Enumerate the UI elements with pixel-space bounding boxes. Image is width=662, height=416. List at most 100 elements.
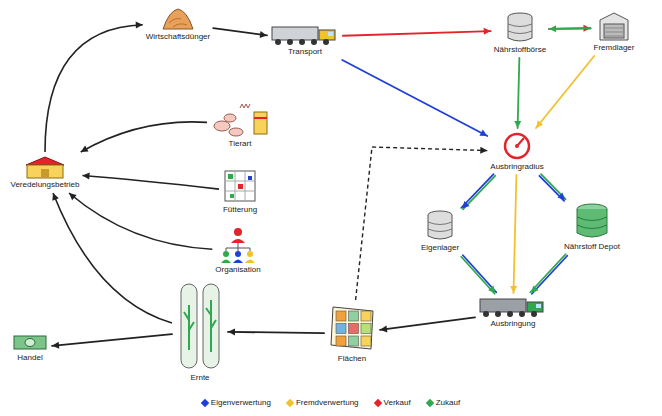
- legend-label: Fremdverwertung: [296, 398, 359, 407]
- flow-connector: [52, 334, 172, 348]
- arrow-head: [514, 121, 521, 128]
- node-label: Wirtschaftsdünger: [146, 32, 210, 42]
- labelled-icon-node: Fremdlager: [594, 10, 635, 53]
- barn-icon: [24, 155, 66, 179]
- arrow-head: [228, 328, 235, 335]
- node-label: Fütterung: [223, 205, 257, 215]
- node-label: Organisation: [215, 265, 260, 275]
- flow-connector: [380, 317, 475, 332]
- node-label: Flächen: [338, 354, 366, 364]
- money-icon: [11, 333, 49, 352]
- connector-line: [356, 147, 488, 300]
- labelled-icon-node: Fütterung: [222, 168, 258, 215]
- flow-connector: [539, 174, 565, 201]
- legend-label: Zukauf: [436, 398, 460, 407]
- legend-swatch: [425, 398, 433, 406]
- chart-icon: [222, 168, 258, 204]
- arrow-head: [380, 325, 387, 332]
- node-label: Tierart: [229, 139, 252, 149]
- node-label: Ausbringung: [491, 319, 536, 329]
- connector-line: [69, 193, 212, 249]
- labelled-icon-node: Handel: [11, 333, 49, 363]
- arrow-head: [462, 201, 469, 208]
- arrow-head: [510, 286, 517, 293]
- legend-item: Zukauf: [427, 398, 460, 407]
- flow-connector: [356, 147, 488, 300]
- node-label: Handel: [17, 353, 42, 363]
- flow-connector: [213, 28, 267, 38]
- node-label: Transport: [288, 47, 322, 57]
- connector-line: [213, 28, 267, 35]
- db-icon: [505, 12, 535, 44]
- connector-line: [461, 257, 494, 294]
- org-icon: [218, 226, 258, 264]
- connector-line: [228, 332, 324, 333]
- arrow-head: [536, 120, 543, 128]
- arrow-head: [557, 193, 564, 200]
- arrow-head: [479, 130, 487, 136]
- legend: Eigenverwertung Fremdverwertung Verkauf Zuk…: [0, 398, 662, 407]
- flow-connector: [69, 193, 212, 249]
- labelled-icon-node: Ernte: [175, 280, 225, 383]
- flow-connector: [514, 58, 521, 128]
- tubes-icon: [175, 280, 225, 372]
- arrow-head: [52, 193, 59, 201]
- pile-icon: [161, 5, 195, 31]
- connector-line: [81, 122, 207, 152]
- flow-connector: [228, 328, 324, 335]
- grid-icon: [327, 303, 377, 353]
- labelled-icon-node: Organisation: [215, 226, 260, 275]
- connector-line: [342, 60, 487, 136]
- labelled-icon-node: Nährstoffbörse: [494, 12, 546, 55]
- node-label: Fremdlager: [594, 43, 635, 53]
- arrow-head: [549, 25, 556, 32]
- labelled-icon-node: Ausbringradius: [490, 131, 543, 172]
- flow-connector: [342, 60, 487, 136]
- flow-connector: [461, 255, 496, 293]
- connector-line: [463, 255, 496, 292]
- node-label: Nährstoffbörse: [494, 45, 546, 55]
- labelled-icon-node: Nährstoff Depot: [564, 203, 620, 252]
- labelled-icon-node: Flächen: [327, 303, 377, 364]
- legend-swatch: [286, 398, 294, 406]
- flow-connector: [549, 25, 590, 32]
- labelled-icon-node: Wirtschaftsdünger: [146, 5, 210, 42]
- node-label: Ernte: [190, 373, 209, 383]
- connector-line: [461, 174, 493, 208]
- connector-line: [52, 334, 172, 346]
- legend-item: Eigenverwertung: [202, 398, 271, 407]
- gauge-icon: [502, 131, 532, 161]
- arrow-head: [488, 285, 495, 293]
- arrow-head: [136, 21, 143, 28]
- node-label: Nährstoff Depot: [564, 242, 620, 252]
- node-label: Eigenlager: [421, 243, 459, 253]
- truck-icon: [270, 24, 340, 46]
- arrow-head: [69, 193, 77, 200]
- flow-connector: [52, 193, 172, 323]
- flow-connector: [81, 122, 207, 152]
- arrow-head: [484, 28, 491, 35]
- flow-connector: [530, 254, 567, 293]
- flow-connector: [461, 174, 495, 209]
- flow-connector: [549, 25, 590, 32]
- connector-line: [539, 176, 564, 201]
- flow-connector: [536, 56, 594, 128]
- arrow-head: [52, 342, 59, 349]
- connector-line: [513, 175, 516, 293]
- labelled-icon-node: Ausbringung: [478, 296, 548, 329]
- legend-swatch: [373, 398, 381, 406]
- truck2-icon: [478, 296, 548, 318]
- legend-label: Verkauf: [384, 398, 411, 407]
- legend-label: Eigenverwertung: [211, 398, 271, 407]
- legend-swatch: [201, 398, 209, 406]
- store-icon: [597, 10, 631, 42]
- connector-line: [536, 56, 594, 128]
- flow-connector: [45, 21, 143, 152]
- tank-icon: [573, 203, 611, 241]
- labelled-icon-node: Veredelungsbetrieb: [11, 155, 80, 190]
- flow-connector: [343, 28, 491, 36]
- connector-line: [343, 31, 491, 36]
- connector-line: [518, 58, 520, 128]
